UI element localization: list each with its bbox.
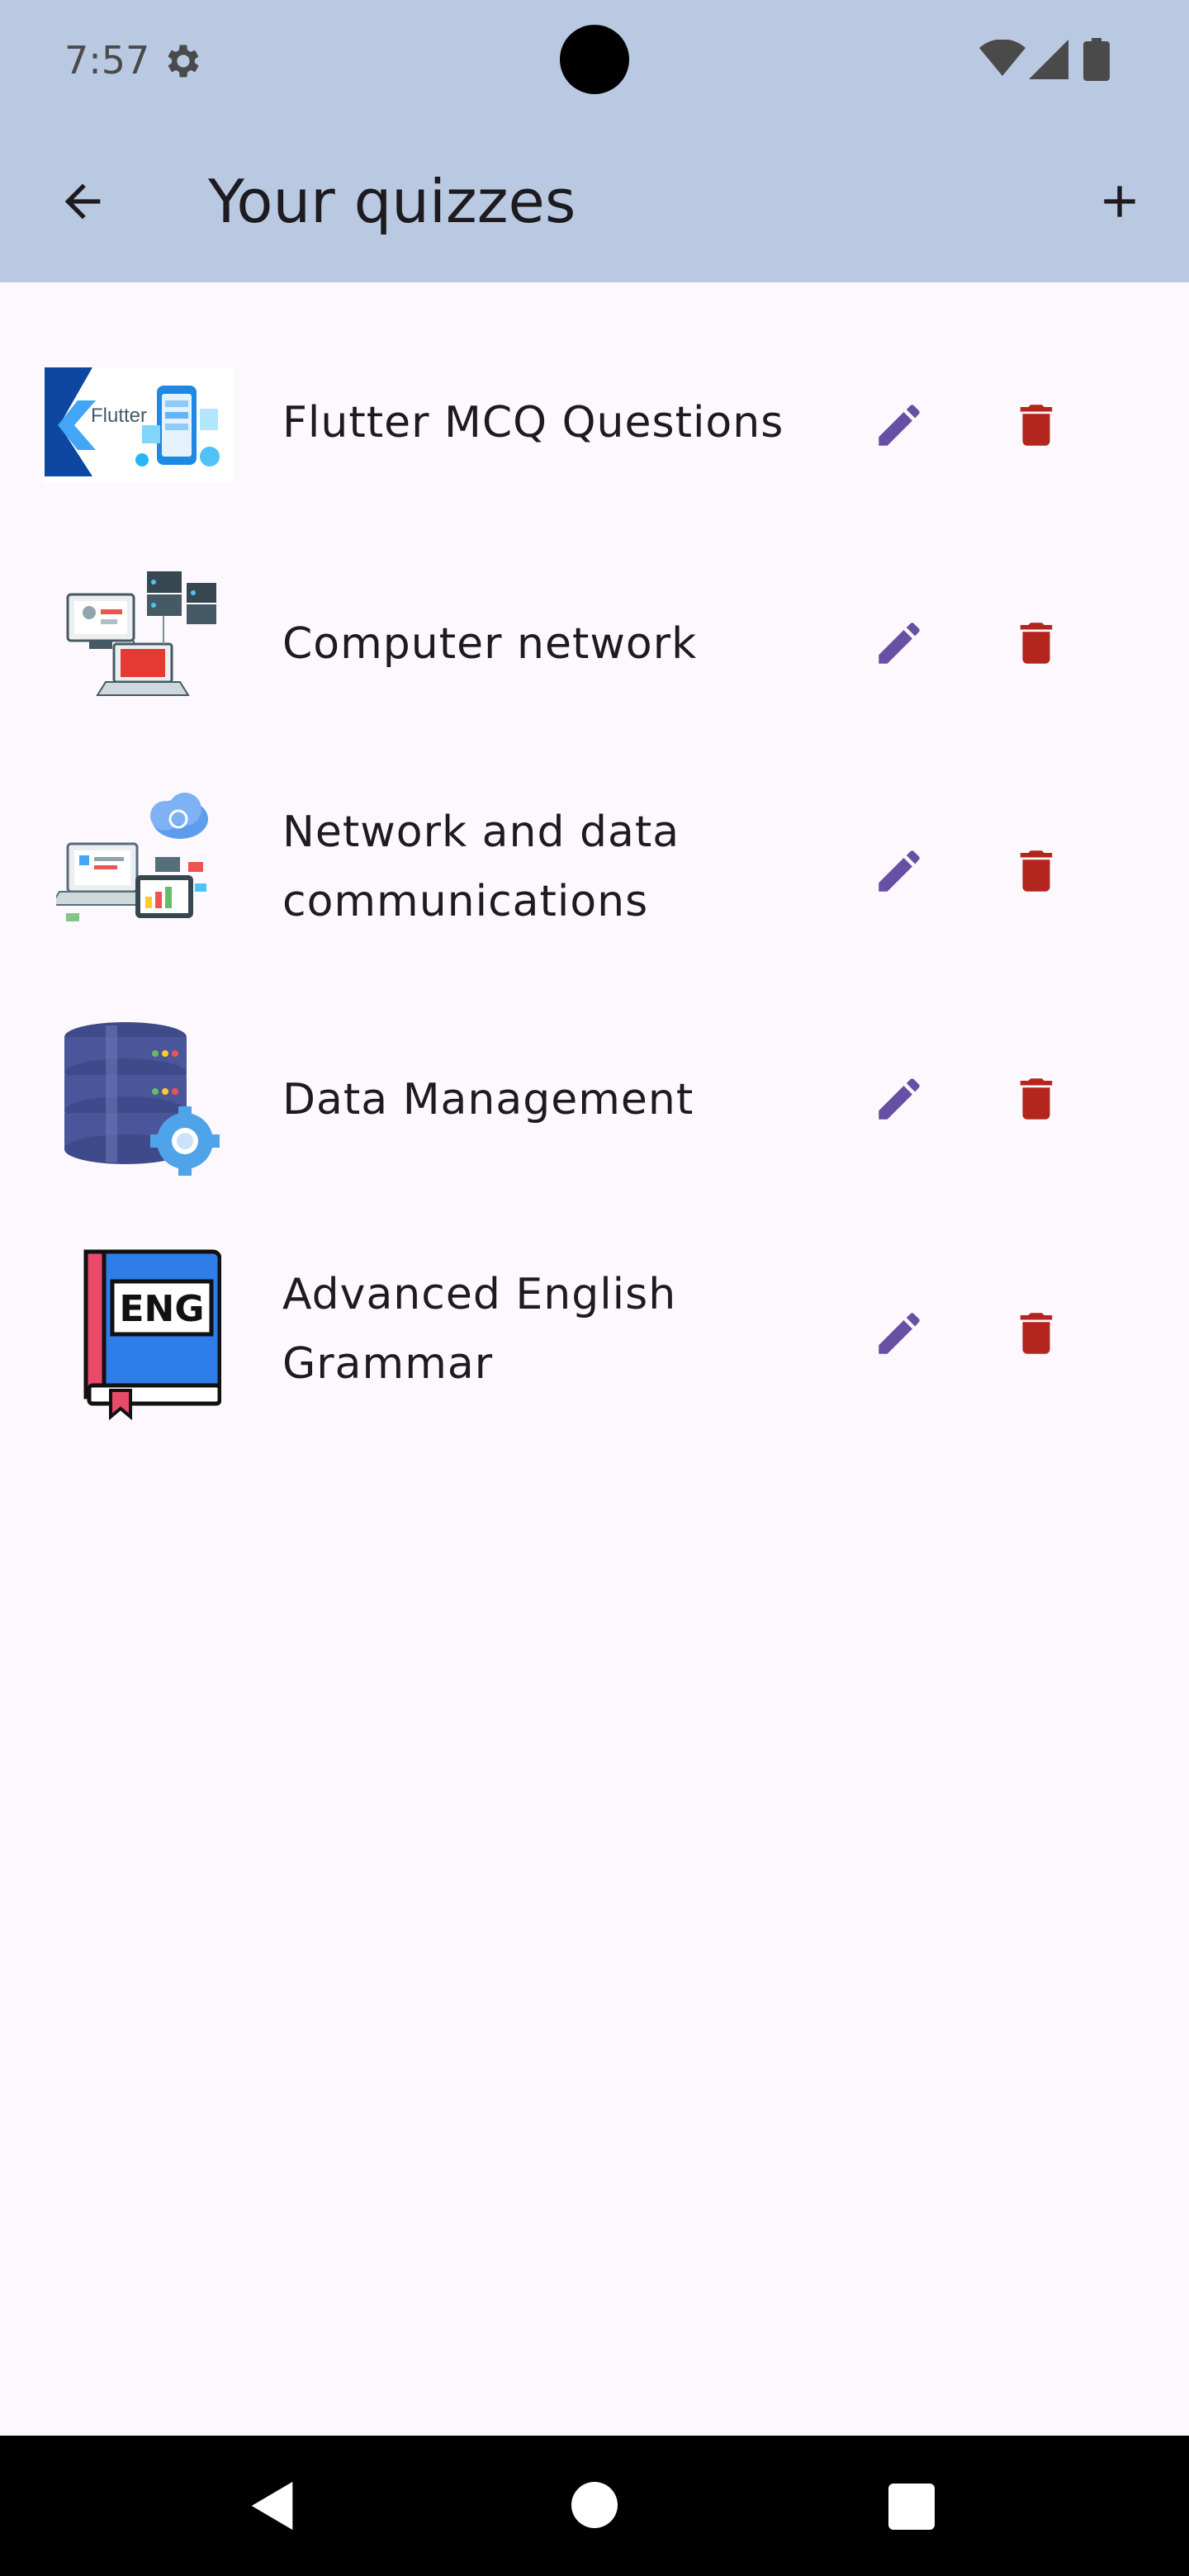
delete-button[interactable] — [991, 1054, 1082, 1144]
back-button[interactable] — [41, 160, 124, 243]
quiz-item-computer-network[interactable]: Computer network — [0, 561, 1189, 727]
database-gear-image — [45, 1017, 233, 1182]
quiz-title: Network and data communications — [282, 807, 680, 926]
flutter-app-dev-image: Flutter — [45, 367, 233, 483]
plus-icon — [1104, 186, 1135, 217]
gear-icon — [168, 45, 199, 78]
edit-button[interactable] — [854, 380, 945, 471]
edit-button[interactable] — [854, 598, 945, 689]
nav-recents-icon[interactable] — [888, 2484, 935, 2530]
trash-icon — [1020, 850, 1053, 892]
status-time: 7:57 — [64, 38, 150, 83]
battery-icon — [1083, 38, 1110, 81]
wifi-icon — [979, 40, 1026, 76]
flutter-logo-text: Flutter — [91, 405, 147, 427]
cloud-devices-image — [45, 786, 233, 951]
edit-button[interactable] — [854, 826, 945, 916]
trash-icon — [1020, 623, 1053, 664]
nav-back-icon[interactable] — [244, 2477, 302, 2535]
eng-label: ENG — [120, 1288, 205, 1330]
eng-book-image: ENG — [45, 1248, 233, 1422]
quiz-item-data-management[interactable]: Data Management — [0, 1017, 1189, 1182]
pencil-icon — [879, 1313, 920, 1354]
nav-home-icon[interactable] — [571, 2482, 618, 2528]
delete-button[interactable] — [991, 598, 1082, 689]
system-nav-bar — [0, 2436, 1189, 2576]
edit-button[interactable] — [854, 1288, 945, 1379]
page-title: Your quizzes — [208, 167, 576, 236]
arrow-left-icon — [64, 183, 101, 220]
quiz-item-flutter-mcq[interactable]: Flutter Flutter MCQ Questions — [0, 347, 1189, 504]
pencil-icon — [879, 623, 920, 664]
delete-button[interactable] — [991, 1288, 1082, 1379]
status-bar: 7:57 — [0, 0, 1189, 119]
trash-icon — [1020, 1313, 1053, 1354]
trash-icon — [1020, 1078, 1053, 1120]
quiz-title: Data Management — [282, 1075, 694, 1125]
signal-icon — [1029, 40, 1068, 79]
quiz-title: Computer network — [282, 619, 698, 669]
delete-button[interactable] — [991, 380, 1082, 471]
pencil-icon — [879, 405, 920, 446]
pencil-icon — [879, 850, 920, 892]
delete-button[interactable] — [991, 826, 1082, 916]
computer-network-image — [45, 561, 233, 727]
edit-button[interactable] — [854, 1054, 945, 1144]
add-quiz-button[interactable] — [1078, 160, 1161, 243]
quiz-item-network-data-comm[interactable]: Network and data communications — [0, 786, 1189, 959]
quiz-item-advanced-english[interactable]: ENG Advanced English Grammar — [0, 1248, 1189, 1422]
pencil-icon — [879, 1078, 920, 1120]
trash-icon — [1020, 405, 1053, 446]
app-bar: Your quizzes — [0, 119, 1189, 282]
quiz-title: Flutter MCQ Questions — [282, 398, 784, 447]
quiz-title: Advanced English Grammar — [282, 1270, 677, 1389]
camera-cutout — [560, 25, 629, 94]
